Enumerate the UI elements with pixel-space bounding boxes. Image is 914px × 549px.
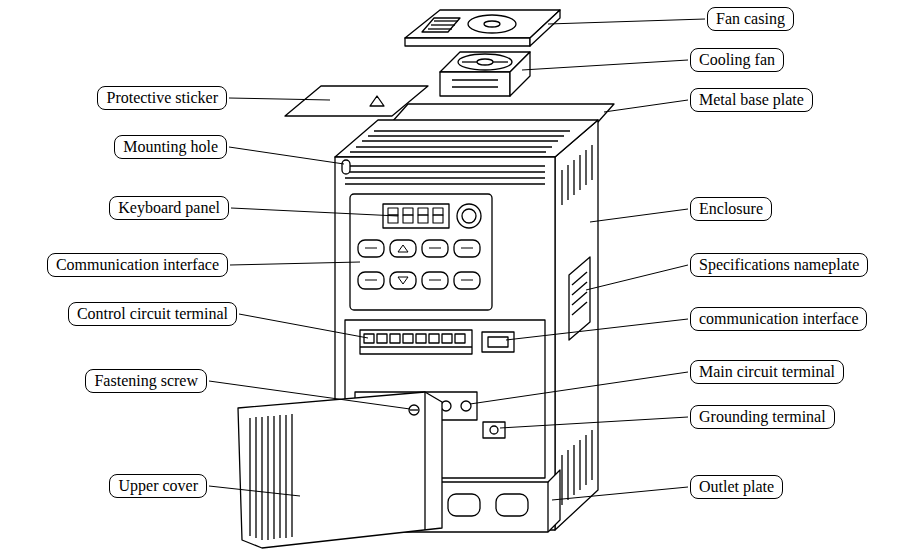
cooling-fins [345,131,570,184]
part-label-box: Outlet plate [690,475,783,499]
part-label: Cooling fan [699,50,775,70]
part-label: Enclosure [699,199,763,219]
part-label-box: Main circuit terminal [690,360,844,384]
top-face [335,120,598,157]
part-label: Keyboard panel [118,198,220,218]
upper-cover [238,392,442,548]
keyboard-panel [350,194,492,310]
part-label-box: Metal base plate [690,88,813,112]
part-label: Outlet plate [699,477,774,497]
part-label: Control circuit terminal [77,304,228,324]
part-label-box: Enclosure [690,197,772,221]
part-label-box: Upper cover [109,474,207,498]
part-label: Grounding terminal [699,407,826,427]
communication-port [482,332,514,352]
part-label-box: Communication interface [47,253,228,277]
part-label: communication interface [699,309,858,329]
part-label: Mounting hole [123,137,218,157]
part-label-box: Specifications nameplate [690,253,868,277]
part-label: Specifications nameplate [699,255,859,275]
part-label: Main circuit terminal [699,362,835,382]
part-label-box: Fastening screw [85,369,207,393]
part-label: Communication interface [56,255,219,275]
part-label: Metal base plate [699,90,804,110]
part-label-box: Cooling fan [690,48,784,72]
specifications-nameplate [569,257,590,340]
mounting-hole [342,160,350,174]
part-label-box: Control circuit terminal [68,302,237,326]
enclosure [555,120,598,530]
part-label: Fan casing [716,9,785,29]
cooling-fan [440,52,530,96]
part-label: Protective sticker [106,88,218,108]
part-label-box: Keyboard panel [109,196,229,220]
leader-lines [209,19,705,500]
part-label: Upper cover [118,476,198,496]
part-label-box: communication interface [690,307,867,331]
part-label-box: Fan casing [707,7,794,31]
part-label-box: Mounting hole [114,135,227,159]
control-circuit-terminal [360,330,472,354]
grounding-terminal [483,422,505,438]
part-label-box: Protective sticker [97,86,227,110]
part-label-box: Grounding terminal [690,405,835,429]
fan-casing [405,10,560,46]
part-label: Fastening screw [94,371,198,391]
